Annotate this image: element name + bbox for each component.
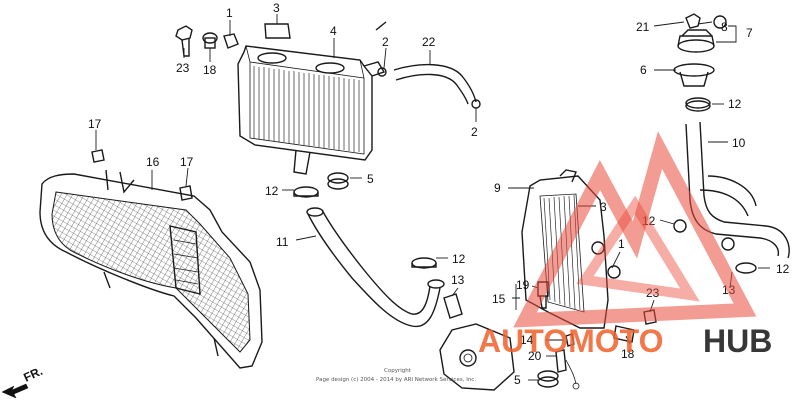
callout-15: 15 xyxy=(492,292,506,306)
callout-1-right: 1 xyxy=(618,237,625,251)
left-radiator xyxy=(237,45,386,175)
grommet-18-top xyxy=(202,32,218,49)
clamp-2-top xyxy=(375,21,387,77)
clamp-12-middle xyxy=(411,257,437,269)
callout-2-mid: 2 xyxy=(471,125,478,139)
callout-23-top: 23 xyxy=(176,61,190,75)
cap-assembly xyxy=(673,13,727,87)
callout-19: 19 xyxy=(516,278,530,292)
callout-20: 20 xyxy=(528,349,542,363)
callout-5-left: 5 xyxy=(367,172,374,186)
callout-9: 9 xyxy=(494,181,501,195)
radiator-grille xyxy=(39,169,263,369)
clamp-12-cap xyxy=(685,97,711,112)
callout-12-middle: 12 xyxy=(452,252,466,266)
clip-17-right xyxy=(179,185,193,201)
bolt-20 xyxy=(555,349,567,373)
callout-18-top: 18 xyxy=(203,63,217,77)
callout-2-top: 2 xyxy=(382,35,389,49)
callout-1-top: 1 xyxy=(226,6,233,20)
callout-14: 14 xyxy=(520,333,534,347)
clamp-12-left xyxy=(293,186,319,198)
watermark-text-dark: HUB xyxy=(703,323,772,359)
callout-12-left: 12 xyxy=(265,184,279,198)
callout-16: 16 xyxy=(146,155,160,169)
direction-label: FR. xyxy=(21,364,44,385)
callout-11: 11 xyxy=(276,235,289,249)
callout-3-top: 3 xyxy=(273,1,280,15)
copyright-line-2: Page design (c) 2004 - 2014 by ARI Netwo… xyxy=(316,377,476,383)
callout-12-far-right: 12 xyxy=(776,262,790,276)
hose-11 xyxy=(306,207,445,328)
callout-10: 10 xyxy=(732,136,746,150)
callout-13-middle: 13 xyxy=(451,273,465,287)
bolt-23-top xyxy=(175,25,193,57)
callout-21: 21 xyxy=(636,20,650,34)
bolt-14 xyxy=(565,333,575,347)
callout-12-cap: 12 xyxy=(728,97,742,111)
clamp-12-right xyxy=(673,219,757,274)
grommet-18-bottom xyxy=(613,325,635,343)
clip-17-left xyxy=(91,149,105,163)
leader-lines xyxy=(95,14,770,381)
hose-22 xyxy=(393,63,477,105)
wire-lead xyxy=(565,359,580,390)
callout-18-bottom: 18 xyxy=(621,347,635,361)
watermark-logo: AUTOMOTO HUB xyxy=(478,131,772,359)
callout-8: 8 xyxy=(721,20,728,34)
seal-3-top xyxy=(264,23,291,39)
callout-7: 7 xyxy=(746,26,753,40)
grommet-5-left xyxy=(327,172,349,190)
callout-3-right: 3 xyxy=(600,200,607,214)
callout-numbers: 1 3 4 2 22 23 18 21 8 7 6 12 17 16 17 2 … xyxy=(88,1,790,387)
callout-6: 6 xyxy=(640,63,647,77)
clip-1-top xyxy=(223,33,239,49)
callout-17-right: 17 xyxy=(180,155,194,169)
callout-22: 22 xyxy=(422,35,436,49)
callout-4: 4 xyxy=(330,24,337,38)
grommet-5-bottom xyxy=(537,370,559,388)
copyright-line-1: Copyright xyxy=(384,368,412,374)
front-direction-arrow: FR. xyxy=(1,364,45,399)
callout-23-bottom: 23 xyxy=(646,286,660,300)
callout-17-left: 17 xyxy=(88,117,102,131)
watermark-text-orange: AUTOMOTO xyxy=(478,323,663,359)
callout-5-bottom: 5 xyxy=(514,373,521,387)
